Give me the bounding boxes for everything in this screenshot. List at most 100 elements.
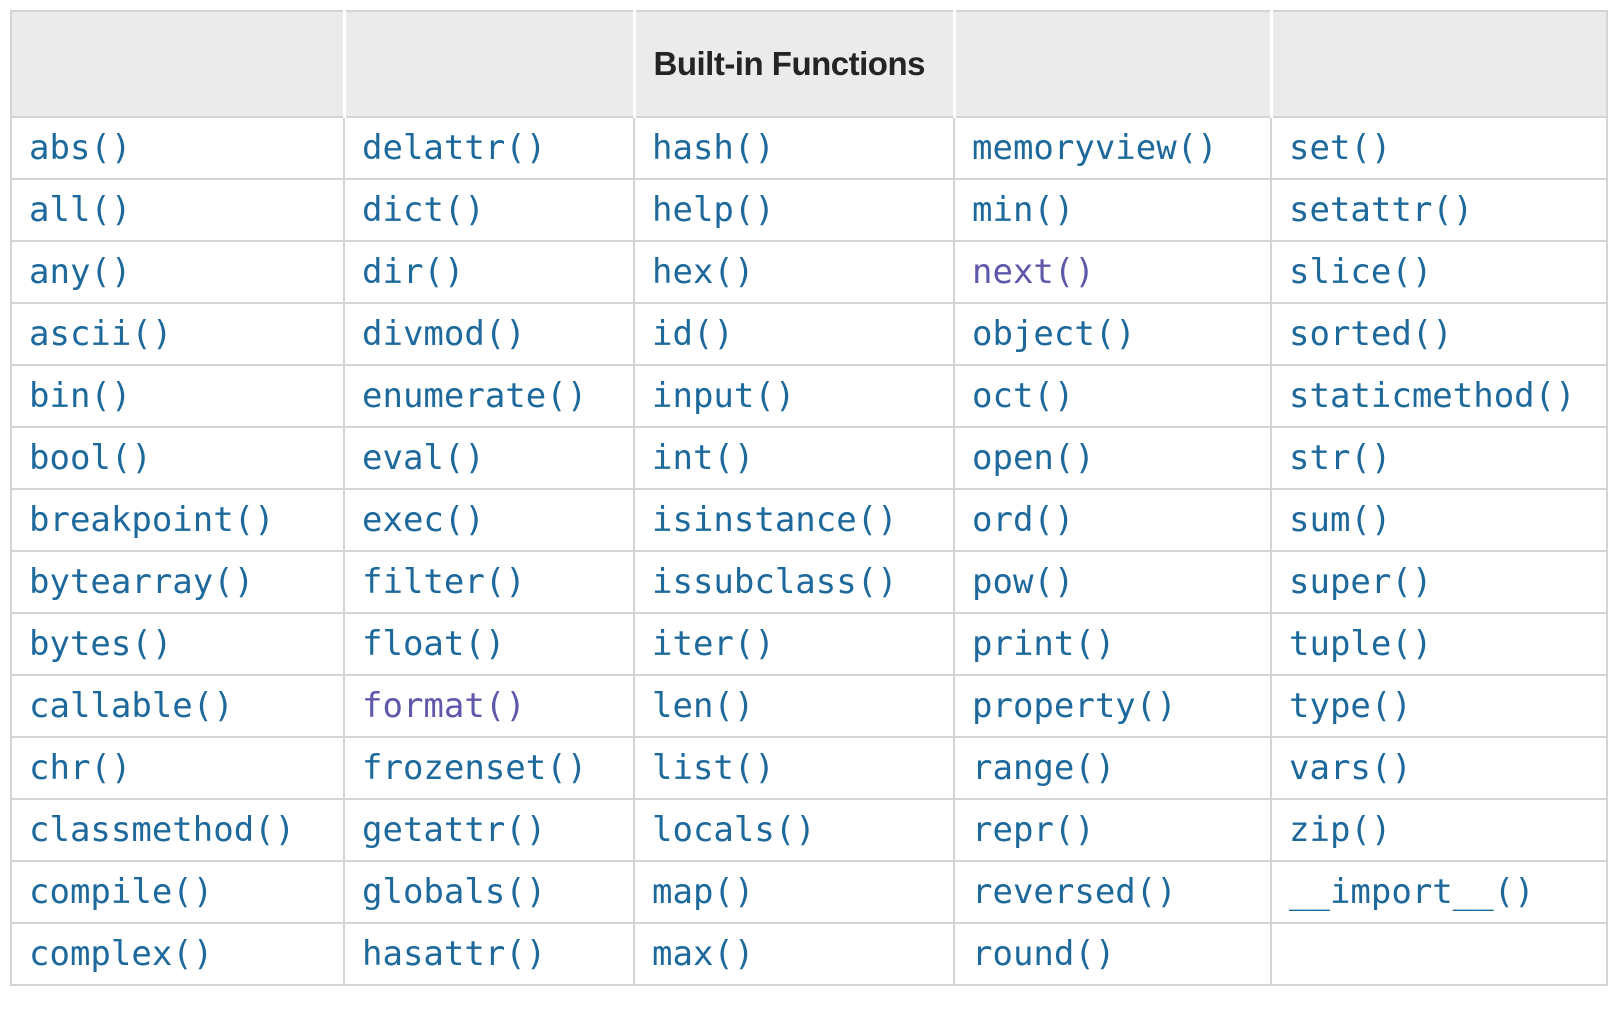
function-cell: reversed() xyxy=(953,860,1272,924)
function-link[interactable]: hash() xyxy=(652,128,775,168)
function-cell: sum() xyxy=(1270,488,1608,552)
function-cell: repr() xyxy=(953,798,1272,862)
function-link[interactable]: ord() xyxy=(972,500,1075,540)
function-link[interactable]: max() xyxy=(652,934,755,974)
function-link[interactable]: super() xyxy=(1289,562,1433,602)
function-cell: round() xyxy=(953,922,1272,986)
function-cell: bin() xyxy=(10,364,345,428)
function-link[interactable]: sorted() xyxy=(1289,314,1453,354)
function-link[interactable]: open() xyxy=(972,438,1095,478)
table-row: any() dir() hex() next() slice() xyxy=(10,240,1608,304)
function-cell: compile() xyxy=(10,860,345,924)
function-link[interactable]: float() xyxy=(362,624,506,664)
table-row: bool() eval() int() open() str() xyxy=(10,426,1608,490)
function-link[interactable]: divmod() xyxy=(362,314,526,354)
function-cell: input() xyxy=(633,364,955,428)
function-cell: complex() xyxy=(10,922,345,986)
function-cell: ord() xyxy=(953,488,1272,552)
function-link[interactable]: id() xyxy=(652,314,734,354)
function-link[interactable]: isinstance() xyxy=(652,500,898,540)
function-link[interactable]: hasattr() xyxy=(362,934,547,974)
function-cell: float() xyxy=(343,612,635,676)
function-link[interactable]: callable() xyxy=(29,686,234,726)
function-link[interactable]: round() xyxy=(972,934,1116,974)
function-link[interactable]: oct() xyxy=(972,376,1075,416)
function-link[interactable]: repr() xyxy=(972,810,1095,850)
function-link[interactable]: min() xyxy=(972,190,1075,230)
function-link[interactable]: compile() xyxy=(29,872,214,912)
function-link[interactable]: object() xyxy=(972,314,1136,354)
function-link[interactable]: delattr() xyxy=(362,128,547,168)
function-link[interactable]: pow() xyxy=(972,562,1075,602)
function-link[interactable]: issubclass() xyxy=(652,562,898,602)
function-link[interactable]: iter() xyxy=(652,624,775,664)
function-link[interactable]: len() xyxy=(652,686,755,726)
function-cell: ascii() xyxy=(10,302,345,366)
function-link[interactable]: filter() xyxy=(362,562,526,602)
function-link[interactable]: __import__() xyxy=(1289,872,1535,912)
table-row: ascii() divmod() id() object() sorted() xyxy=(10,302,1608,366)
function-link[interactable]: frozenset() xyxy=(362,748,588,788)
function-link[interactable]: help() xyxy=(652,190,775,230)
function-link[interactable]: setattr() xyxy=(1289,190,1474,230)
function-link[interactable]: abs() xyxy=(29,128,132,168)
function-link[interactable]: eval() xyxy=(362,438,485,478)
function-link[interactable]: getattr() xyxy=(362,810,547,850)
table-row: bytes() float() iter() print() tuple() xyxy=(10,612,1608,676)
function-link[interactable]: locals() xyxy=(652,810,816,850)
function-link[interactable]: list() xyxy=(652,748,775,788)
function-cell: vars() xyxy=(1270,736,1608,800)
function-link[interactable]: input() xyxy=(652,376,796,416)
function-link[interactable]: breakpoint() xyxy=(29,500,275,540)
function-link[interactable]: next() xyxy=(972,252,1095,292)
function-link[interactable]: property() xyxy=(972,686,1177,726)
function-cell: tuple() xyxy=(1270,612,1608,676)
function-link[interactable]: bytearray() xyxy=(29,562,255,602)
builtin-functions-table: Built-in Functions abs()delattr()hash()m… xyxy=(10,10,1608,986)
function-link[interactable]: enumerate() xyxy=(362,376,588,416)
function-cell: isinstance() xyxy=(633,488,955,552)
function-cell: getattr() xyxy=(343,798,635,862)
function-link[interactable]: bool() xyxy=(29,438,152,478)
function-link[interactable]: set() xyxy=(1289,128,1392,168)
function-link[interactable]: all() xyxy=(29,190,132,230)
function-link[interactable]: map() xyxy=(652,872,755,912)
function-link[interactable]: str() xyxy=(1289,438,1392,478)
function-link[interactable]: zip() xyxy=(1289,810,1392,850)
table-row: breakpoint() exec() isinstance() ord() sum() xyxy=(10,488,1608,552)
function-link[interactable]: complex() xyxy=(29,934,214,974)
function-cell: hex() xyxy=(633,240,955,304)
function-link[interactable]: dict() xyxy=(362,190,485,230)
function-link[interactable]: int() xyxy=(652,438,755,478)
function-link[interactable]: staticmethod() xyxy=(1289,376,1576,416)
function-link[interactable]: bytes() xyxy=(29,624,173,664)
function-link[interactable]: sum() xyxy=(1289,500,1392,540)
function-link[interactable]: classmethod() xyxy=(29,810,296,850)
function-cell: classmethod() xyxy=(10,798,345,862)
function-link[interactable]: format() xyxy=(362,686,526,726)
function-cell: print() xyxy=(953,612,1272,676)
function-link[interactable]: ascii() xyxy=(29,314,173,354)
function-link[interactable]: range() xyxy=(972,748,1116,788)
function-link[interactable]: globals() xyxy=(362,872,547,912)
function-link[interactable]: dir() xyxy=(362,252,465,292)
function-link[interactable]: reversed() xyxy=(972,872,1177,912)
function-link[interactable]: type() xyxy=(1289,686,1412,726)
function-link[interactable]: hex() xyxy=(652,252,755,292)
function-link[interactable]: print() xyxy=(972,624,1116,664)
function-link[interactable]: slice() xyxy=(1289,252,1433,292)
function-link[interactable]: any() xyxy=(29,252,132,292)
table-row: bytearray() filter() issubclass() pow() supe… xyxy=(10,550,1608,614)
function-link[interactable]: tuple() xyxy=(1289,624,1433,664)
function-cell: format() xyxy=(343,674,635,738)
function-link[interactable]: vars() xyxy=(1289,748,1412,788)
function-cell: callable() xyxy=(10,674,345,738)
function-cell: open() xyxy=(953,426,1272,490)
function-link[interactable]: memoryview() xyxy=(972,128,1218,168)
function-link[interactable]: bin() xyxy=(29,376,132,416)
function-link[interactable]: chr() xyxy=(29,748,132,788)
header-cell-2 xyxy=(342,10,636,118)
function-cell: bytearray() xyxy=(10,550,345,614)
function-link[interactable]: exec() xyxy=(362,500,485,540)
